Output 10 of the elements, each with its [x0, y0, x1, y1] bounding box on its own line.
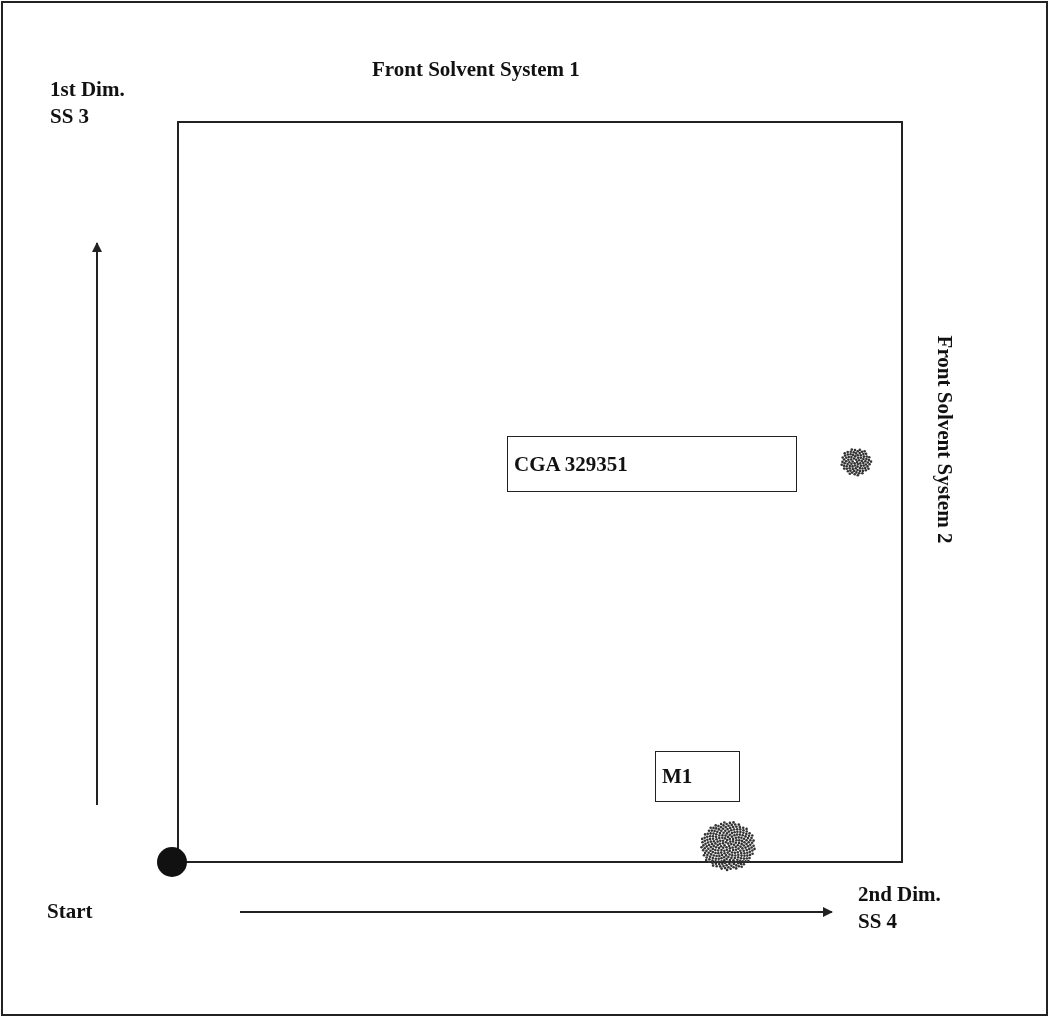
axis-label: 2nd Dim.	[858, 882, 941, 907]
label-box: M1	[655, 751, 740, 802]
axis-label: 1st Dim.	[50, 77, 125, 102]
label-box: CGA 329351	[507, 436, 797, 492]
axis-label: SS 4	[858, 909, 898, 934]
axis-label: SS 3	[50, 104, 90, 129]
axis-label: Front Solvent System 1	[372, 57, 580, 82]
start-label: Start	[47, 899, 93, 924]
start-dot	[157, 847, 187, 877]
axis-label: Front Solvent System 2	[932, 335, 958, 544]
